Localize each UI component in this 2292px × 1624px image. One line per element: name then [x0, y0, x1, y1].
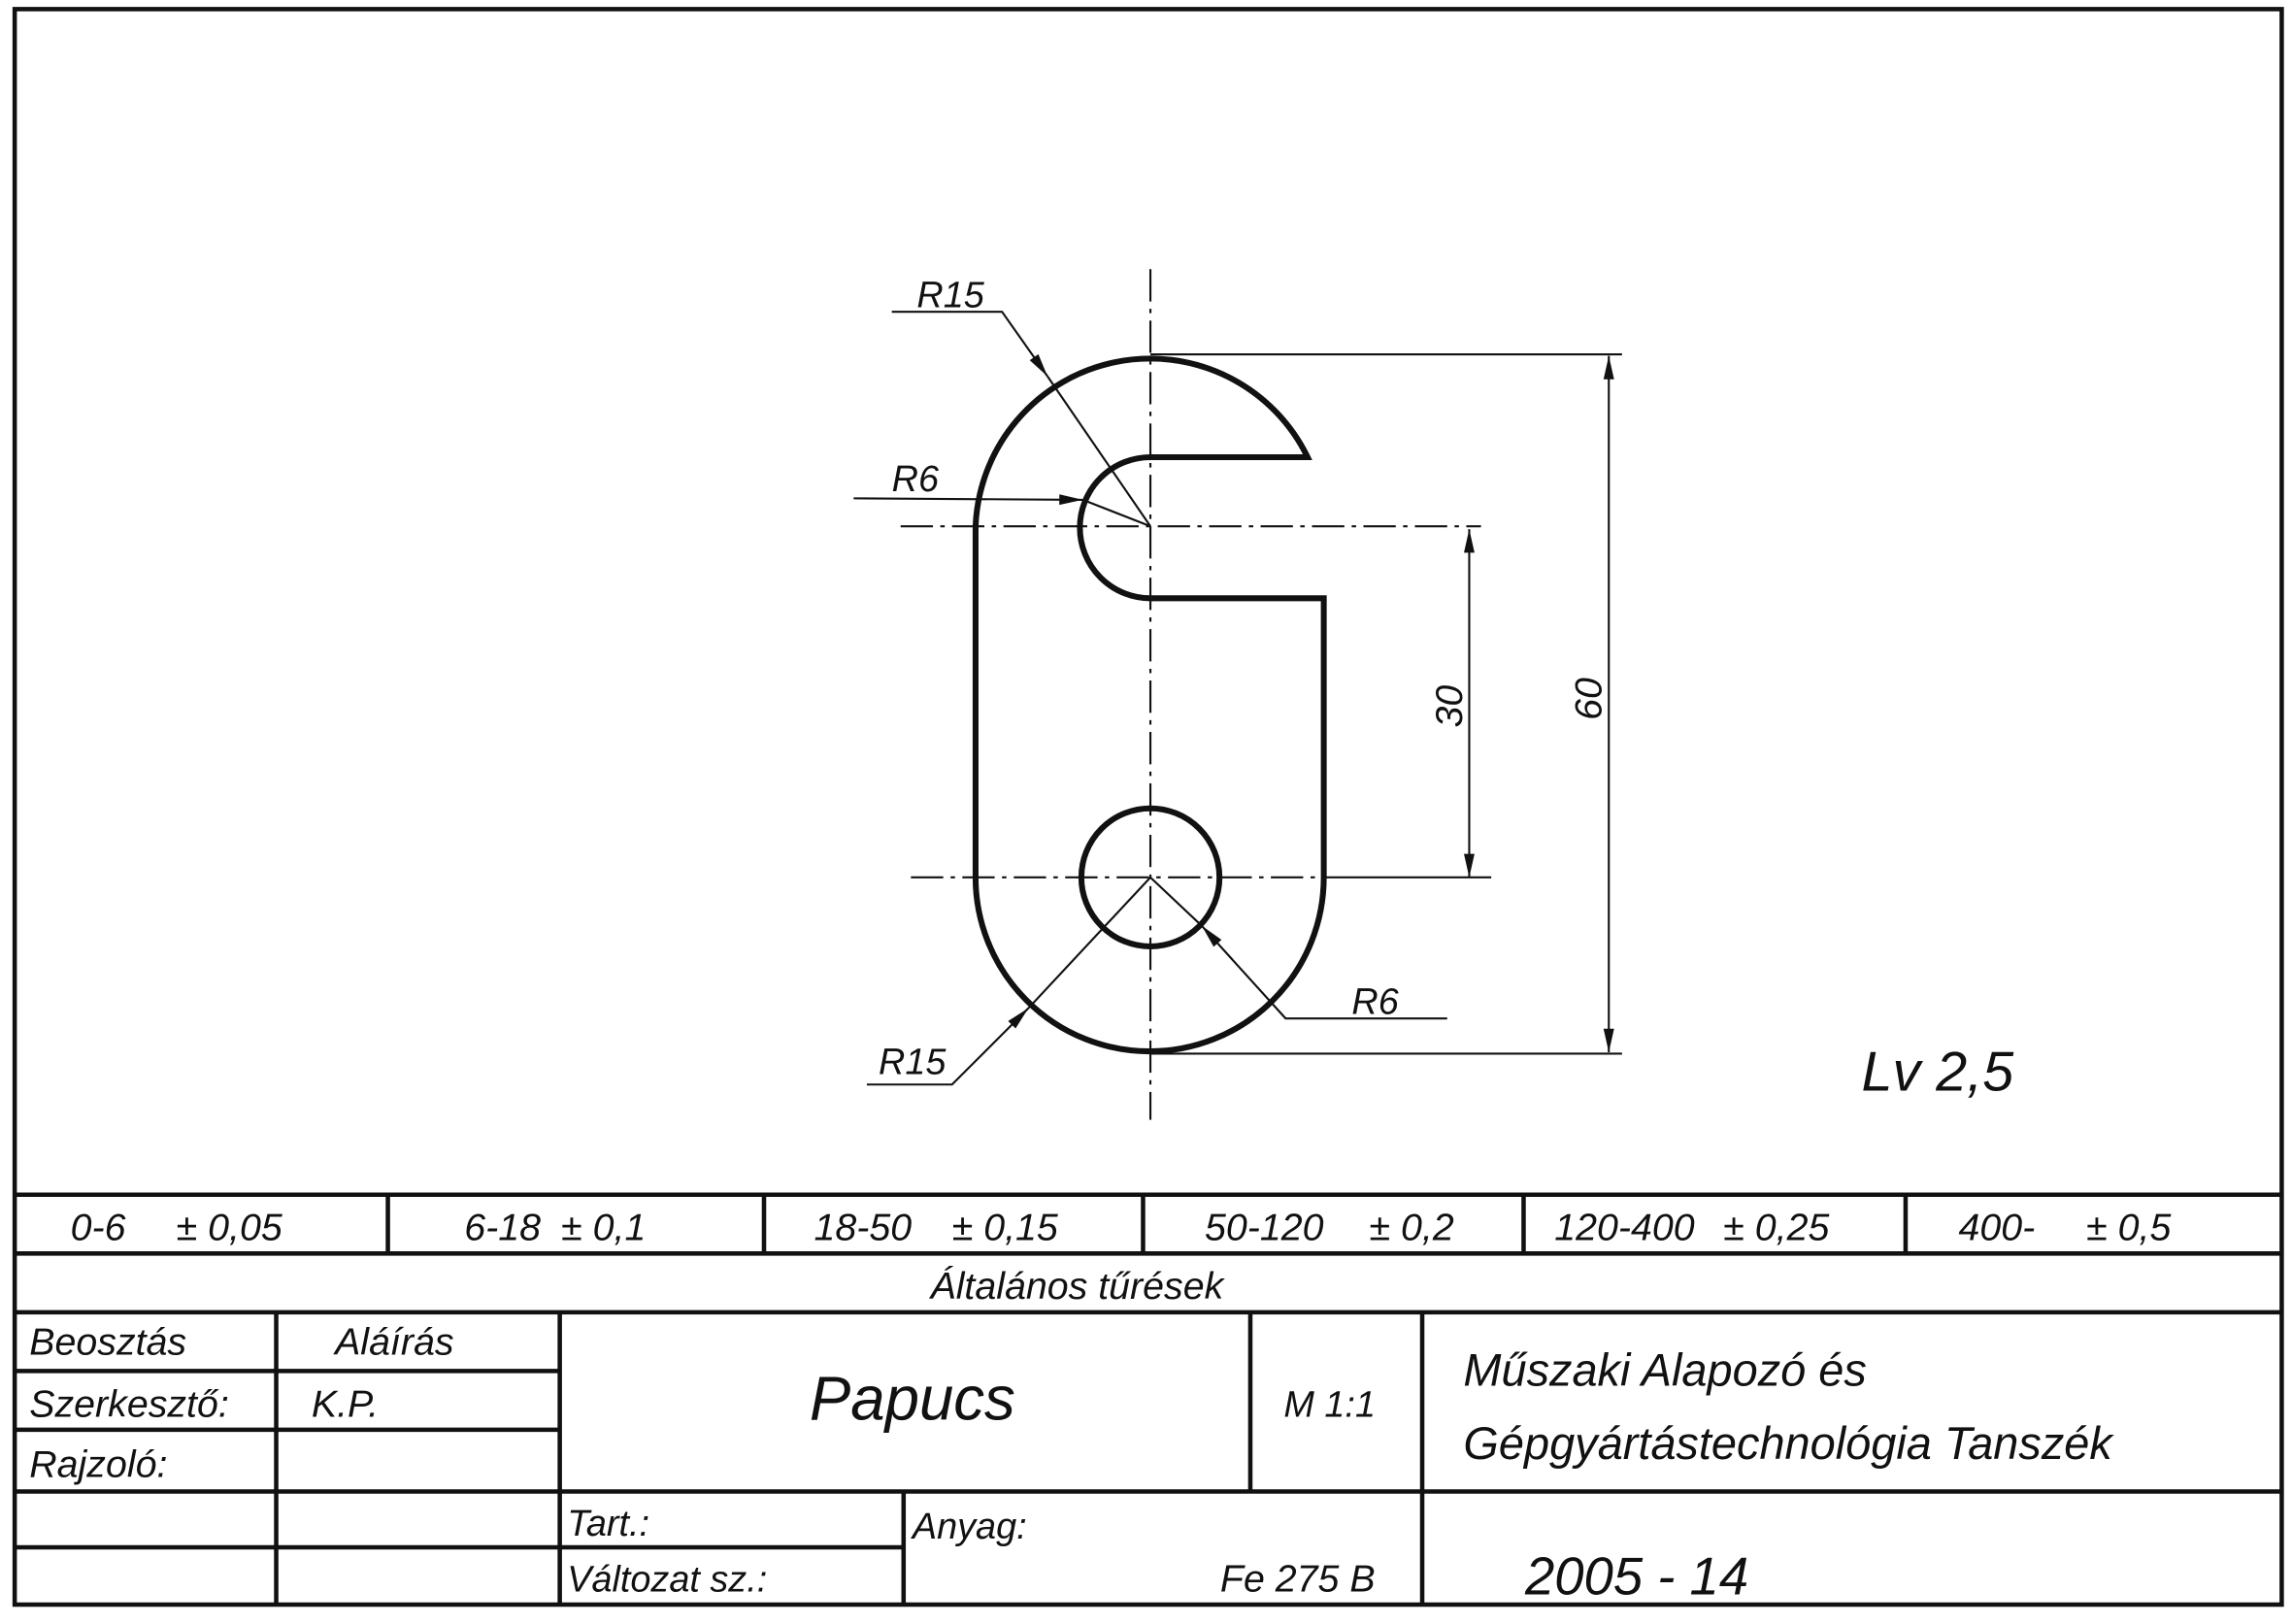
tolerance-range: 400-: [1958, 1207, 2035, 1249]
radius-r6-top-label: R6: [892, 459, 940, 500]
dimension-30-label: 30: [1428, 685, 1471, 728]
tolerance-range: 0-6: [71, 1207, 126, 1249]
part-outline: [972, 355, 1327, 1055]
leader-r6-top: [853, 494, 1083, 506]
radius-line: [1082, 498, 1151, 528]
thickness-note: Lv 2,5: [1862, 1041, 2015, 1103]
leader-r15-top: [891, 311, 1048, 378]
tolerance-value: ± 0,1: [561, 1207, 646, 1249]
radius-r15-bottom-label: R15: [879, 1043, 947, 1083]
dimensions: 30 60 R15 R6 R15 R6: [853, 276, 1622, 1086]
designer-value: K.P.: [312, 1382, 379, 1425]
drafter-label: Rajzoló:: [29, 1442, 167, 1485]
general-tolerance-table: 0-6 ± 0,05 6-18 ± 0,1 18-50 ± 0,15 50-12…: [15, 1192, 2282, 1315]
tolerance-value: ± 0,5: [2086, 1207, 2171, 1249]
role-header: Beosztás: [29, 1321, 186, 1364]
general-tolerances-title: Általános tűrések: [928, 1265, 1225, 1308]
radius-r6-bottom-label: R6: [1351, 982, 1399, 1023]
sheet-border: [12, 7, 2284, 1607]
title-block: Beosztás Aláírás Szerkesztő: K.P. Rajzol…: [15, 1311, 2282, 1606]
material-label: Anyag:: [911, 1507, 1027, 1547]
dimension-60-label: 60: [1568, 678, 1611, 720]
tart-label: Tart.:: [567, 1504, 649, 1544]
tolerance-range: 18-50: [814, 1207, 912, 1249]
department-line-2: Gépgyártástechnológia Tanszék: [1463, 1418, 2114, 1469]
drawing-scale: M 1:1: [1283, 1384, 1376, 1425]
radius-line: [1046, 376, 1151, 527]
department-line-1: Műszaki Alapozó és: [1463, 1345, 1866, 1396]
tolerance-range: 50-120: [1205, 1207, 1324, 1249]
leader-r15-bottom: [866, 1007, 1030, 1086]
radius-r15-top-label: R15: [916, 276, 984, 316]
part-name: Papucs: [810, 1364, 1015, 1433]
tolerance-value: ± 0,2: [1370, 1207, 1454, 1249]
version-label: Változat sz.:: [567, 1559, 767, 1600]
radius-line: [1027, 877, 1151, 1010]
tolerance-value: ± 0,15: [952, 1207, 1058, 1249]
signature-header: Aláírás: [333, 1321, 453, 1364]
leader-r6-bottom: [1201, 925, 1447, 1020]
radius-line: [1149, 877, 1203, 927]
designer-label: Szerkesztő:: [29, 1382, 229, 1425]
material-value: Fe 275 B: [1220, 1557, 1376, 1600]
hole-outline: [1078, 805, 1223, 950]
part-view: [900, 269, 1481, 1120]
tolerance-value: ± 0,25: [1723, 1207, 1829, 1249]
tolerance-value: ± 0,05: [177, 1207, 282, 1249]
tolerance-range: 120-400: [1554, 1207, 1695, 1249]
drawing-number: 2005 - 14: [1524, 1546, 1748, 1606]
tolerance-range: 6-18: [464, 1207, 541, 1249]
